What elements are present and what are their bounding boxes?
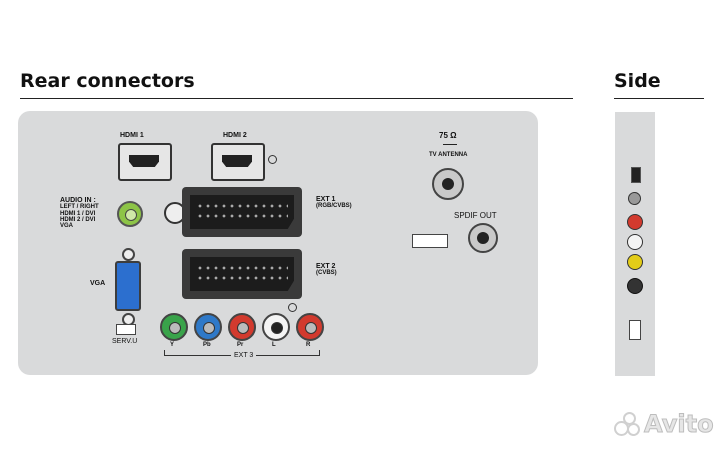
ext3-label: EXT 3 bbox=[231, 352, 257, 360]
side-video-jack[interactable] bbox=[627, 254, 643, 270]
avito-logo-icon bbox=[614, 412, 640, 438]
avito-watermark-text: Avito bbox=[644, 410, 715, 439]
ext1-label: EXT 1 (RGB/CVBS) bbox=[316, 196, 352, 210]
vga-screw-top bbox=[122, 248, 135, 261]
antenna-symbol bbox=[443, 144, 457, 149]
side-audio-l-jack[interactable] bbox=[627, 234, 643, 250]
side-usb-port[interactable] bbox=[631, 167, 641, 183]
hdmi1-label: HDMI 1 bbox=[120, 132, 144, 139]
service-port-label: SERV.U bbox=[112, 338, 138, 345]
audio-in-label: AUDIO IN : LEFT / RIGHT HDMI 1 / DVI HDM… bbox=[60, 197, 99, 230]
audio-in-jack[interactable] bbox=[117, 201, 143, 227]
ext3-r-jack[interactable] bbox=[296, 313, 324, 341]
antenna-ohm-label: 75 Ω bbox=[439, 131, 457, 140]
tv-antenna-jack[interactable] bbox=[432, 168, 464, 200]
usb-port[interactable] bbox=[412, 234, 448, 248]
ext3-l-label: L bbox=[272, 342, 276, 348]
side-hdmi-port[interactable] bbox=[629, 320, 641, 340]
ext3-pb-label: Pb bbox=[203, 342, 211, 348]
rear-connectors-heading: Rear connectors bbox=[20, 70, 195, 92]
vga-label: VGA bbox=[90, 280, 106, 287]
hdmi2-port[interactable] bbox=[211, 143, 265, 181]
ext3-l-jack[interactable] bbox=[262, 313, 290, 341]
spdif-label: SPDIF OUT bbox=[454, 211, 497, 220]
hdmi2-label: HDMI 2 bbox=[223, 132, 247, 139]
ext2-indicator bbox=[288, 303, 297, 312]
ext3-pr-label: Pr bbox=[237, 342, 244, 348]
vga-port[interactable] bbox=[115, 261, 141, 311]
side-heading: Side bbox=[614, 70, 661, 92]
ext3-pb-jack[interactable] bbox=[194, 313, 222, 341]
rear-heading-rule bbox=[20, 98, 573, 99]
ext3-pr-jack[interactable] bbox=[228, 313, 256, 341]
service-port[interactable] bbox=[116, 324, 136, 335]
side-svideo-jack[interactable] bbox=[627, 278, 643, 294]
ext3-y-jack[interactable] bbox=[160, 313, 188, 341]
rear-panel: HDMI 1 HDMI 2 AUDIO IN : LEFT / RIGHT HD… bbox=[18, 111, 538, 375]
side-audio-r-jack[interactable] bbox=[627, 214, 643, 230]
side-heading-rule bbox=[614, 98, 704, 99]
ext2-scart-port[interactable] bbox=[182, 249, 302, 299]
side-headphone-jack[interactable] bbox=[628, 192, 641, 205]
spdif-out-jack[interactable] bbox=[468, 223, 498, 253]
ext3-y-label: Y bbox=[170, 342, 175, 348]
ext1-scart-port[interactable] bbox=[182, 187, 302, 237]
hdmi1-port[interactable] bbox=[118, 143, 172, 181]
ext3-r-label: R bbox=[306, 342, 311, 348]
ext2-label: EXT 2 (CVBS) bbox=[316, 263, 337, 277]
antenna-label: TV ANTENNA bbox=[429, 152, 468, 158]
avito-watermark: Avito bbox=[612, 408, 715, 442]
hdmi2-indicator bbox=[268, 155, 277, 164]
side-panel bbox=[615, 112, 655, 376]
